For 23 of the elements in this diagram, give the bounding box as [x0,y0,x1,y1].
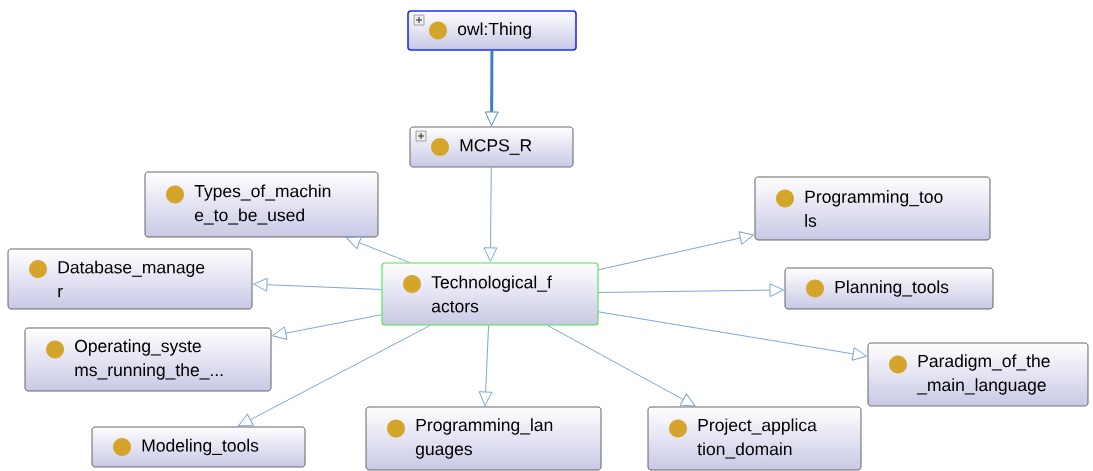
arrow [484,50,499,126]
arrow [253,277,382,292]
class-box: Paradigm_of_the _main_language [867,342,1089,407]
class-box: Database_manage r [7,248,253,310]
arrow [598,283,784,297]
arrow [547,325,696,407]
arrow [272,314,382,340]
class-box: Programming_lan guages [365,406,602,471]
arrow [237,325,431,427]
arrow [598,231,754,271]
class-box: Project_applica tion_domain [647,406,862,471]
arrow [598,311,867,361]
arrow [483,167,498,262]
class-box: MCPS_R [409,126,574,168]
class-box: Technological_f actors [381,262,599,326]
class-box: Types_of_machin e_to_be_used [144,171,379,238]
class-box: Programming_too ls [754,176,991,241]
class-box: owl:Thing [407,10,577,51]
class-box: Planning_tools [784,267,994,310]
class-box: Modeling_tools [91,426,306,468]
arrow [346,236,410,263]
arrow [478,325,493,406]
class-box: Operating_syste ms_running_the_... [24,327,272,392]
